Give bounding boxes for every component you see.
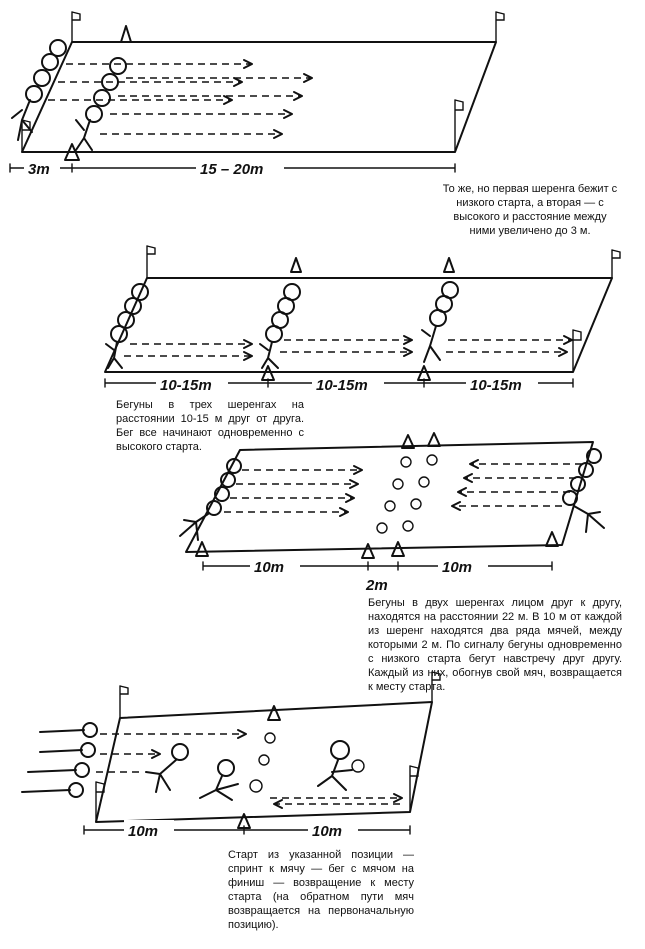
distance-label: 3m — [28, 161, 50, 178]
flag-icon — [573, 330, 581, 372]
drill-panel-4: 10m 10m — [22, 672, 440, 840]
run-arrows — [224, 460, 582, 516]
run-arrows — [124, 336, 572, 360]
drill-caption-2: Бегуны в трех шеренгах на расстоянии 10-… — [116, 398, 304, 454]
cone-icon — [362, 544, 374, 558]
distance-label: 10-15m — [160, 377, 212, 394]
flag-icon — [120, 686, 128, 718]
runner-group — [22, 723, 97, 797]
drill-caption-4: Старт из указанной позиции — спринт к мя… — [228, 848, 414, 932]
runner-group — [422, 282, 458, 362]
drill-panel-3: 10m 10m 2m — [180, 433, 604, 594]
distance-label: 10m — [312, 823, 342, 840]
drill-panel-1: 3m 15 – 20m — [10, 12, 504, 178]
cone-icon — [268, 706, 280, 720]
distance-label: 2m — [365, 577, 388, 594]
cone-icon — [196, 542, 208, 556]
field-outline — [105, 278, 612, 372]
field-outline — [186, 442, 593, 552]
distance-label: 10m — [442, 559, 472, 576]
distance-label: 10m — [128, 823, 158, 840]
flag-icon — [72, 12, 80, 42]
run-arrows — [96, 730, 402, 808]
runner-group — [12, 40, 66, 140]
cone-icon — [428, 433, 440, 446]
flag-icon — [496, 12, 504, 42]
drill-caption-1: То же, но первая шеренга бежит с низкого… — [440, 182, 620, 238]
drill-panel-2: 10-15m 10-15m 10-15m — [105, 246, 620, 394]
flag-icon — [612, 250, 620, 278]
drill-caption-3: Бегуны в двух шеренгах лицом друг к друг… — [368, 596, 622, 694]
ball-row — [250, 733, 275, 792]
distance-label: 10m — [254, 559, 284, 576]
distance-label: 10-15m — [470, 377, 522, 394]
distance-label: 10-15m — [316, 377, 368, 394]
distance-label: 15 – 20m — [200, 161, 263, 178]
cone-icon — [121, 26, 131, 42]
cone-icon — [546, 532, 558, 546]
cone-icon — [444, 258, 454, 272]
runner-group — [180, 459, 241, 540]
runner-group — [146, 741, 364, 800]
runner-group — [76, 58, 126, 150]
flag-icon — [147, 246, 155, 278]
flag-icon — [455, 100, 463, 152]
cone-icon — [291, 258, 301, 272]
runner-group — [260, 284, 300, 368]
